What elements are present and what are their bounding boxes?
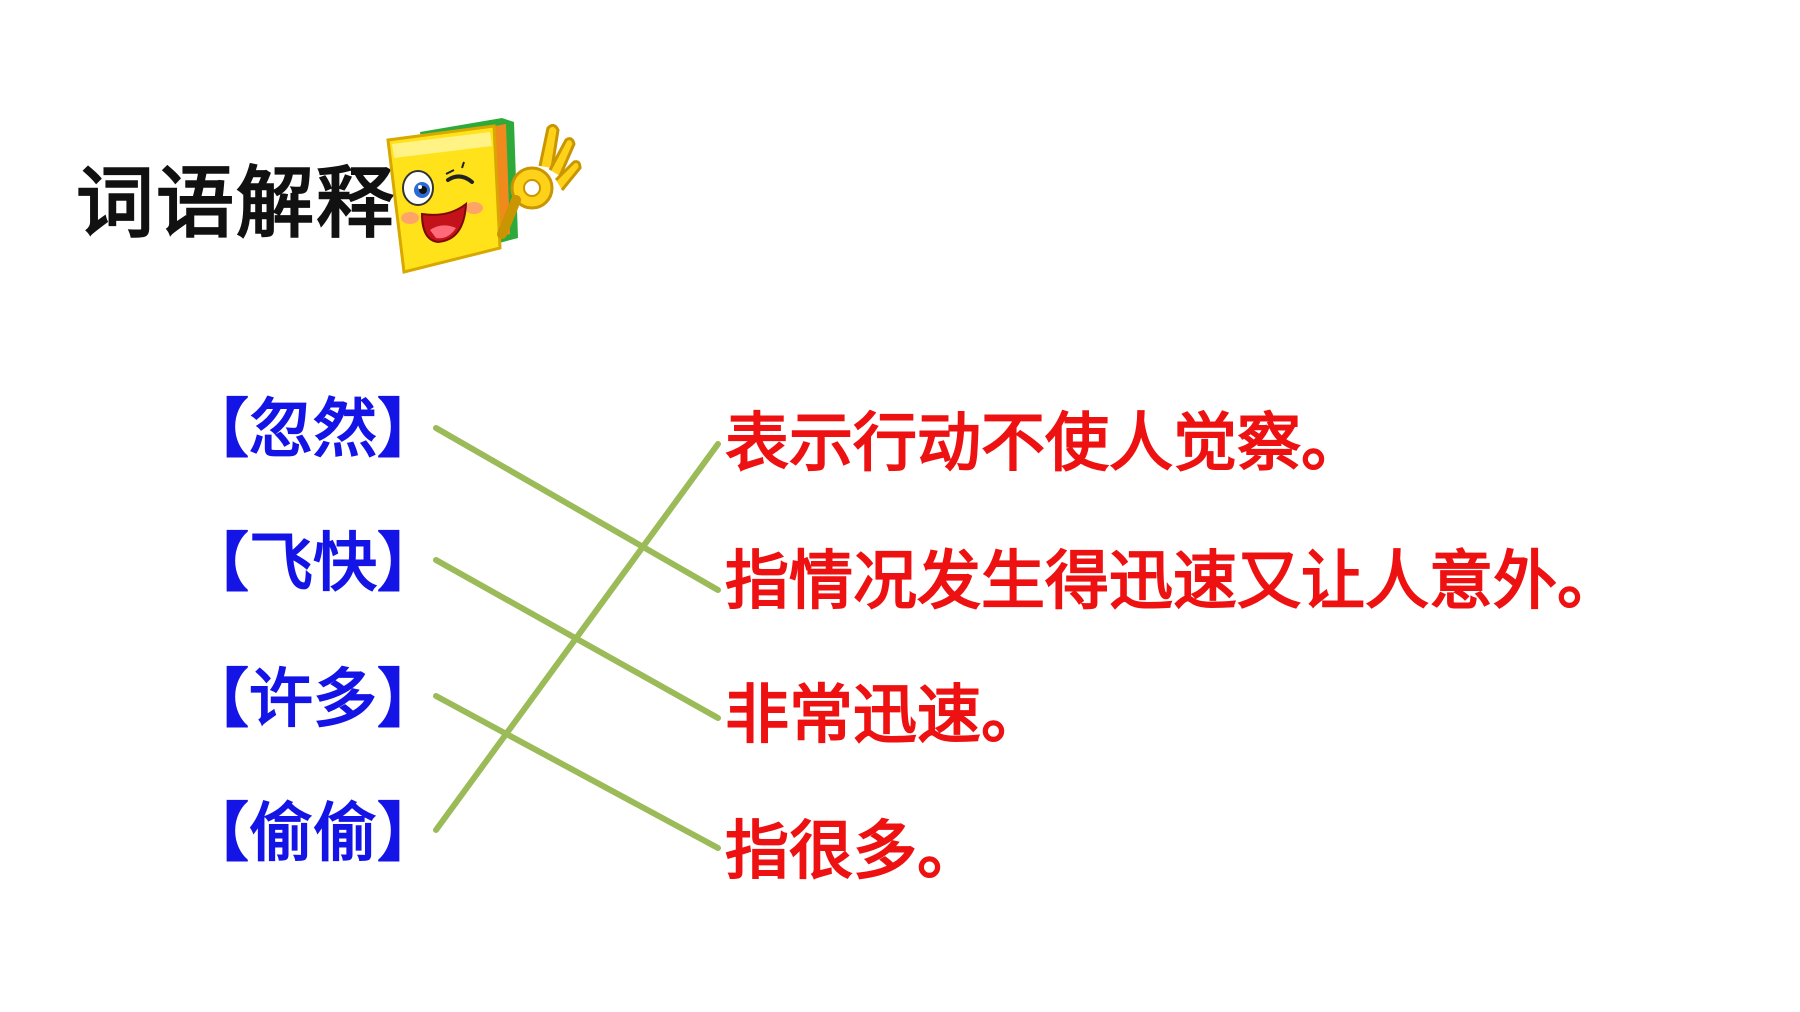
term-3: 【许多】 (185, 663, 441, 737)
term-2: 【飞快】 (185, 527, 441, 601)
definition-1: 表示行动不使人觉察。 (725, 407, 1365, 481)
winking-book-ok-hand-icon (386, 118, 582, 274)
term-4: 【偷偷】 (185, 797, 441, 871)
definition-3: 非常迅速。 (725, 679, 1045, 753)
definition-4: 指很多。 (725, 815, 981, 889)
connector-line-4 (433, 441, 721, 833)
connector-line-3 (433, 693, 721, 851)
connector-line-1 (433, 425, 721, 593)
term-1: 【忽然】 (185, 393, 441, 467)
page-title: 词语解释 (76, 159, 397, 249)
definition-2: 指情况发生得迅速又让人意外。 (725, 545, 1621, 619)
